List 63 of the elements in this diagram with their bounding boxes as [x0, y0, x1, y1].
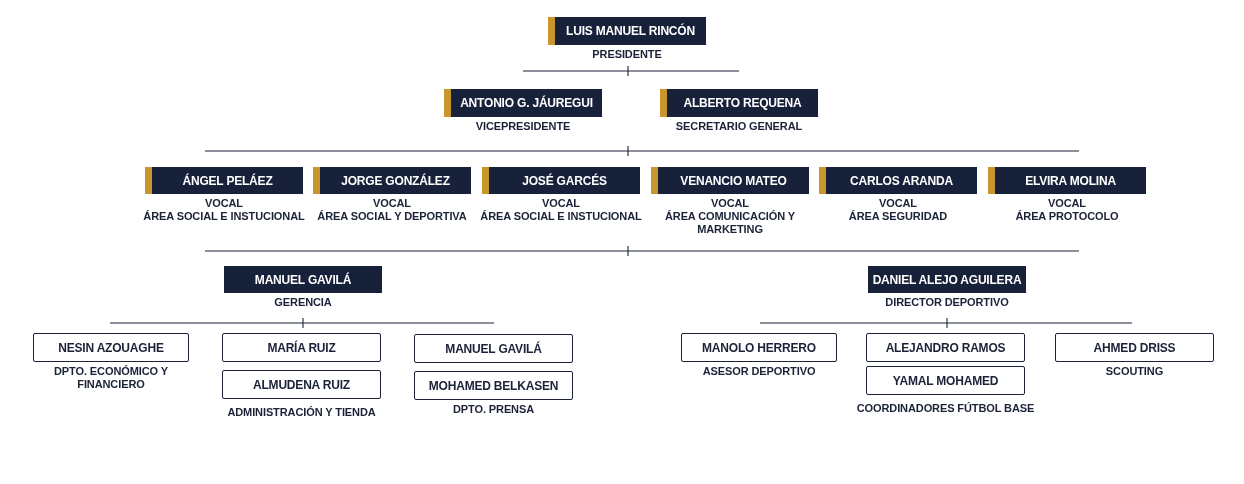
- role-label: ÁREA SEGURIDAD: [848, 210, 948, 223]
- role-label: ÁREA SOCIAL E INSTUCIONAL: [143, 210, 305, 223]
- role-label: VICEPRESIDENTE: [475, 120, 571, 133]
- name-box: [988, 167, 1146, 194]
- name-box: [33, 333, 189, 362]
- person-name: YAMAL MOHAMED: [892, 373, 999, 388]
- name-box: [313, 167, 471, 194]
- person-name: LUIS MANUEL RINCÓN: [566, 24, 695, 38]
- person-name: ALBERTO REQUENA: [683, 96, 802, 110]
- name-box: [548, 17, 706, 45]
- role-label: VOCAL: [1048, 197, 1086, 210]
- role-label: ÁREA SOCIAL Y DEPORTIVA: [317, 210, 467, 223]
- person-name: MANUEL GAVILÁ: [254, 272, 352, 287]
- person-name: MARÍA RUIZ: [267, 340, 336, 355]
- name-box: [414, 371, 573, 400]
- name-box: [145, 167, 303, 194]
- role-label: COORDINADORES FÚTBOL BASE: [856, 402, 1035, 415]
- person-name: JOSÉ GARCÉS: [522, 173, 607, 188]
- role-label: ÁREA PROTOCOLO: [1015, 210, 1119, 223]
- name-box: [222, 333, 381, 362]
- name-box: [660, 89, 818, 117]
- name-box: [414, 334, 573, 363]
- role-label: DPTO. ECONÓMICO Y FINANCIERO: [53, 365, 169, 391]
- role-label: PRESIDENTE: [592, 48, 662, 61]
- person-name: ÁNGEL PELÁEZ: [182, 173, 273, 188]
- person-name: MANUEL GAVILÁ: [445, 341, 542, 356]
- role-label: SECRETARIO GENERAL: [675, 120, 803, 133]
- role-label: ÁREA COMUNICACIÓN Y MARKETING: [663, 210, 797, 236]
- person-name: DANIEL ALEJO AGUILERA: [872, 272, 1022, 287]
- person-name: ANTONIO G. JÁUREGUI: [460, 96, 593, 110]
- name-box: [224, 266, 382, 293]
- role-label: SCOUTING: [1105, 365, 1164, 378]
- name-box: [868, 266, 1026, 293]
- person-name: ELVIRA MOLINA: [1025, 173, 1116, 188]
- role-label: GERENCIA: [274, 296, 332, 309]
- name-box: [819, 167, 977, 194]
- role-label: DIRECTOR DEPORTIVO: [885, 296, 1009, 309]
- person-name: MANOLO HERRERO: [702, 340, 816, 355]
- role-label: VOCAL: [711, 197, 749, 210]
- role-label: VOCAL: [542, 197, 580, 210]
- name-box: [866, 366, 1025, 395]
- person-name: ALMUDENA RUIZ: [253, 377, 350, 392]
- role-label: ASESOR DEPORTIVO: [702, 365, 816, 378]
- name-box: [444, 89, 602, 117]
- role-label: ADMINISTRACIÓN Y TIENDA: [227, 406, 376, 419]
- role-label: DPTO. PRENSA: [452, 403, 535, 416]
- person-name: JORGE GONZÁLEZ: [341, 173, 450, 188]
- person-name: VENANCIO MATEO: [680, 173, 787, 188]
- role-label: VOCAL: [373, 197, 411, 210]
- name-box: [866, 333, 1025, 362]
- person-name: MOHAMED BELKASEN: [428, 378, 559, 393]
- role-label: VOCAL: [879, 197, 917, 210]
- name-box: [482, 167, 640, 194]
- role-label: VOCAL: [205, 197, 243, 210]
- person-name: ALEJANDRO RAMOS: [885, 340, 1006, 355]
- person-name: AHMED DRISS: [1093, 340, 1176, 355]
- person-name: NESIN AZOUAGHE: [58, 340, 164, 355]
- role-label: ÁREA SOCIAL E INSTUCIONAL: [480, 210, 642, 223]
- name-box: [222, 370, 381, 399]
- name-box: [651, 167, 809, 194]
- name-box: [681, 333, 837, 362]
- name-box: [1055, 333, 1214, 362]
- person-name: CARLOS ARANDA: [850, 173, 953, 188]
